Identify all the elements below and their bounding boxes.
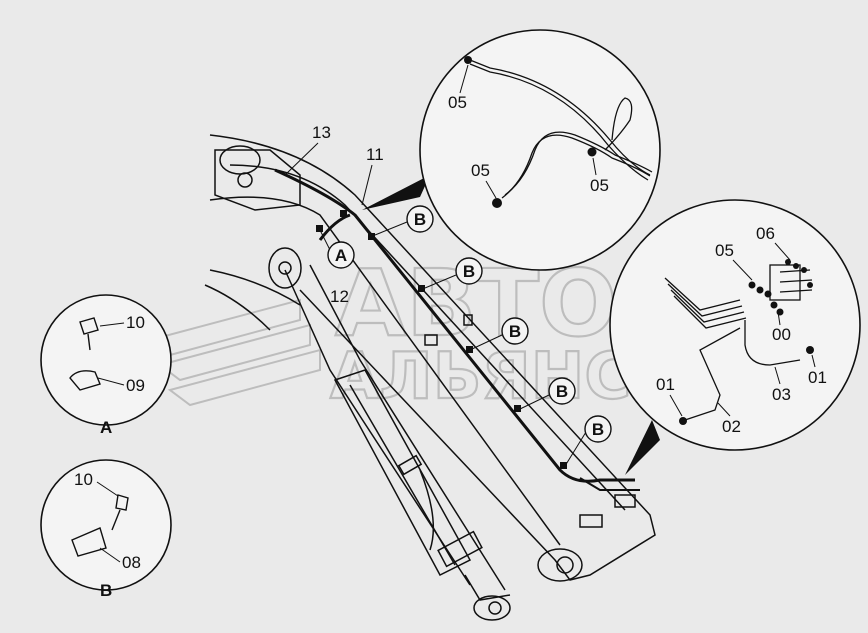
- detail-right-circle: [609, 199, 861, 451]
- detail-right-label-05: 05: [715, 241, 734, 260]
- detail-a: 10 09 A: [40, 294, 172, 437]
- part-label-11: 11: [366, 145, 384, 164]
- part-label-12: 12: [330, 287, 349, 306]
- detail-b-circle: [40, 459, 172, 591]
- detail-top-label-2: 05: [471, 161, 490, 180]
- detail-right-label-06: 06: [756, 224, 775, 243]
- callout-b-1-text: B: [414, 210, 426, 229]
- callout-b-3: B: [471, 317, 529, 350]
- detail-a-title: A: [100, 418, 112, 437]
- detail-right: 06 05 00 01 03 01 02: [609, 199, 861, 475]
- detail-top-circle: [419, 29, 661, 271]
- detail-right-pointer: [625, 420, 660, 475]
- detail-b-title: B: [100, 581, 112, 600]
- detail-right-label-01b: 01: [808, 368, 827, 387]
- hose-line: [274, 168, 640, 491]
- boom-assembly: [204, 134, 656, 621]
- detail-right-label-02: 02: [722, 417, 741, 436]
- detail-right-label-01a: 01: [656, 375, 675, 394]
- callout-b-3-text: B: [509, 322, 521, 341]
- detail-a-label-10: 10: [126, 313, 145, 332]
- detail-top-pointer: [362, 175, 430, 210]
- callout-b-5: B: [564, 415, 612, 467]
- detail-top: 05 05 05: [362, 29, 661, 271]
- main-part-labels: 13 11 12: [284, 123, 384, 306]
- detail-top-label-1: 05: [448, 93, 467, 112]
- callout-b-2: B: [424, 257, 483, 289]
- callout-b-4-text: B: [556, 382, 568, 401]
- detail-top-label-3: 05: [590, 176, 609, 195]
- hose-clamps: [316, 210, 567, 469]
- detail-b-label-10: 10: [74, 470, 93, 489]
- callout-b-4: B: [519, 377, 576, 410]
- callout-b-2-text: B: [463, 262, 475, 281]
- watermark-logo-emblem: [147, 298, 321, 407]
- main-callouts: A B B B B B: [319, 205, 612, 467]
- callout-b-5-text: B: [592, 420, 604, 439]
- detail-b: 10 08 B: [40, 459, 172, 600]
- detail-b-label-08: 08: [122, 553, 141, 572]
- callout-b-1: B: [374, 205, 434, 236]
- detail-a-label-09: 09: [126, 376, 145, 395]
- watermark-line-2: АЛЬЯНС: [330, 340, 631, 414]
- detail-right-label-03: 03: [772, 385, 791, 404]
- detail-a-circle: [40, 294, 172, 426]
- detail-right-label-00: 00: [772, 325, 791, 344]
- part-label-13: 13: [312, 123, 331, 142]
- callout-a-text: A: [335, 246, 347, 265]
- callout-a: A: [319, 229, 355, 269]
